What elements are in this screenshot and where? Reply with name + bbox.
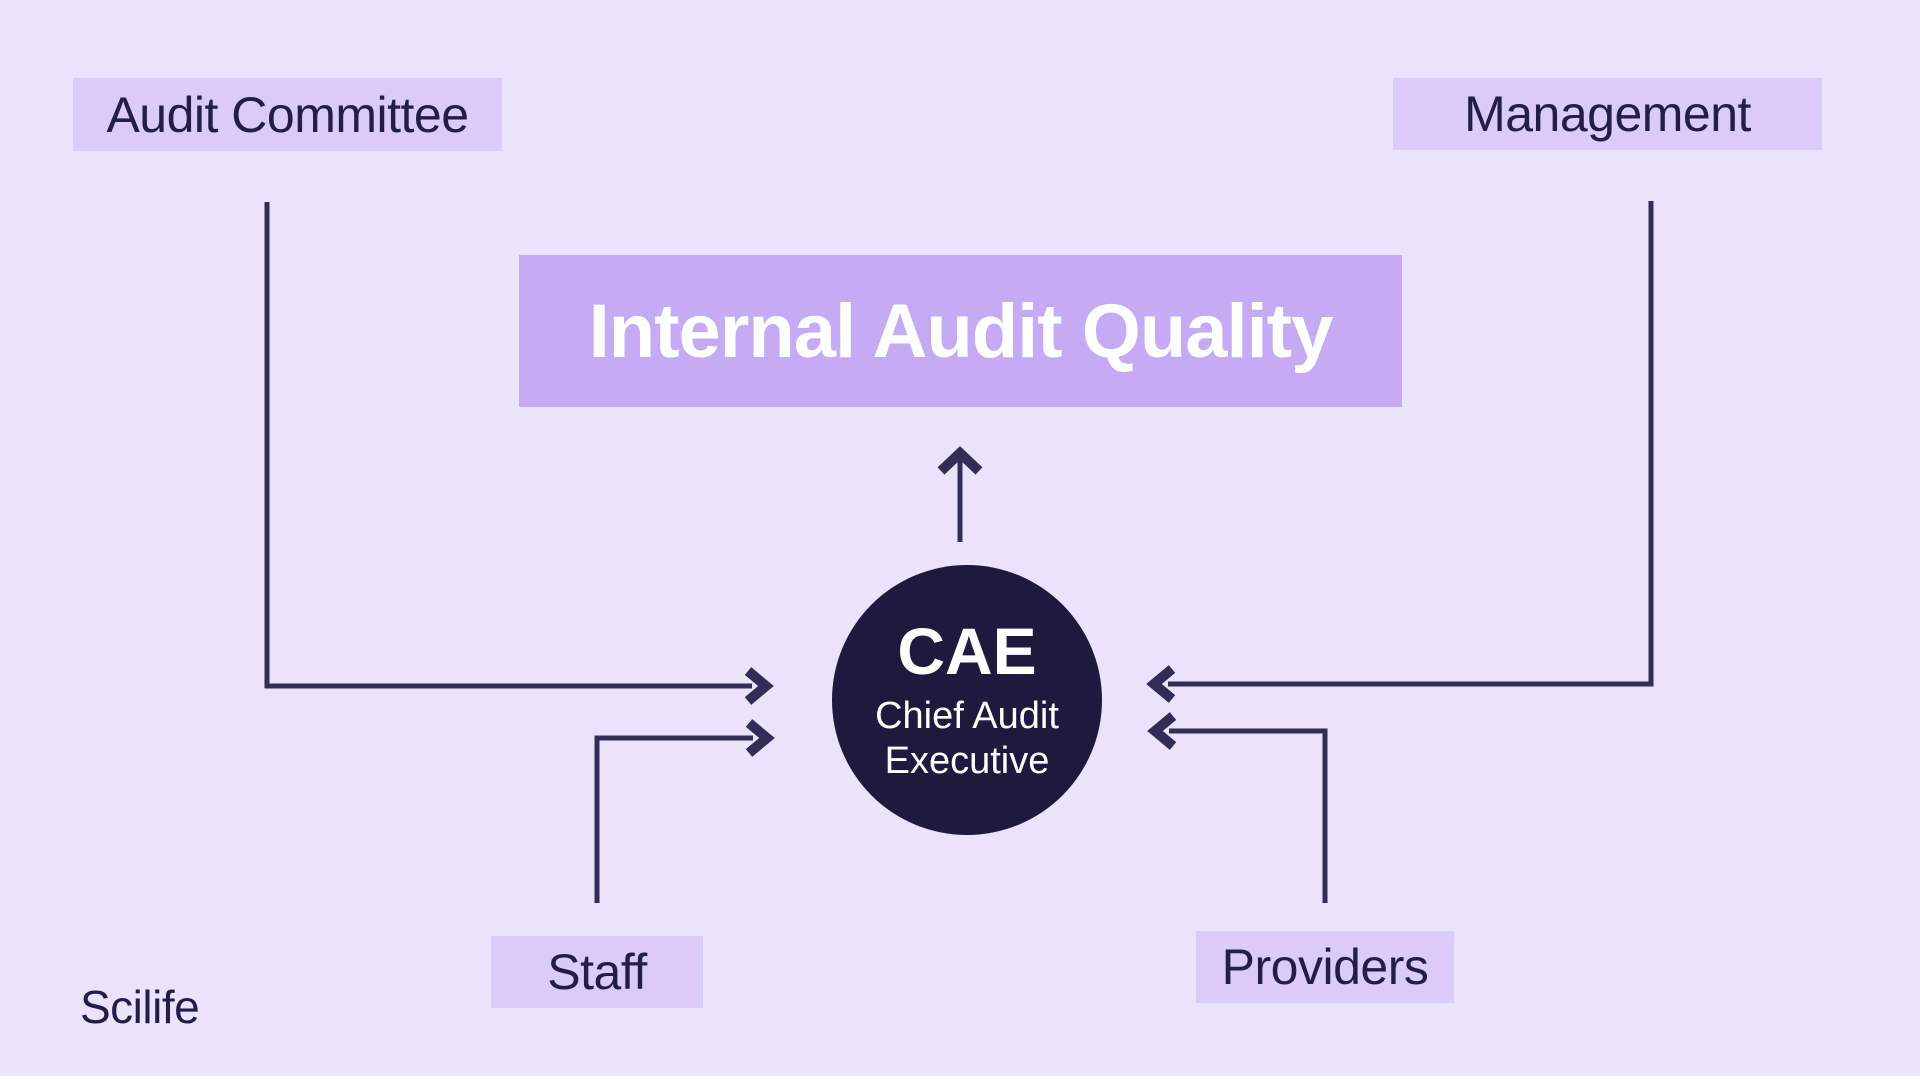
arrow-management-to-cae xyxy=(1146,201,1654,703)
arrowhead-right-icon xyxy=(744,667,774,705)
arrow-cae-to-title xyxy=(937,446,983,542)
arrow-shaft xyxy=(1168,201,1654,687)
staff-text: Staff xyxy=(547,944,647,1000)
arrow-shaft xyxy=(1169,728,1328,903)
internal-audit-quality-banner: Internal Audit Quality xyxy=(519,255,1402,407)
scilife-logo: Scilife xyxy=(80,981,200,1033)
management-label: Management xyxy=(1393,78,1822,150)
arrow-audit-committee-to-cae xyxy=(264,202,774,705)
cae-title-line1: Chief Audit xyxy=(875,694,1059,737)
cae-title-line2: Executive xyxy=(884,739,1050,782)
providers-label: Providers xyxy=(1196,931,1454,1003)
internal-audit-quality-text: Internal Audit Quality xyxy=(588,288,1334,374)
arrowhead-right-icon xyxy=(745,719,775,757)
arrow-staff-to-cae xyxy=(594,719,775,903)
canvas-bottom-edge xyxy=(0,1076,1920,1080)
management-text: Management xyxy=(1464,86,1751,142)
providers-text: Providers xyxy=(1221,939,1429,995)
cae-node: CAE Chief Audit Executive xyxy=(832,565,1102,835)
audit-committee-text: Audit Committee xyxy=(106,86,469,143)
arrowhead-up-icon xyxy=(937,446,983,475)
staff-label: Staff xyxy=(491,936,703,1008)
arrow-shaft xyxy=(594,735,753,903)
audit-committee-label: Audit Committee xyxy=(73,78,502,151)
arrow-providers-to-cae xyxy=(1147,712,1328,903)
arrowhead-left-icon xyxy=(1147,712,1177,750)
arrow-shaft xyxy=(264,202,752,689)
cae-abbr: CAE xyxy=(897,613,1037,688)
arrowhead-left-icon xyxy=(1146,665,1176,703)
